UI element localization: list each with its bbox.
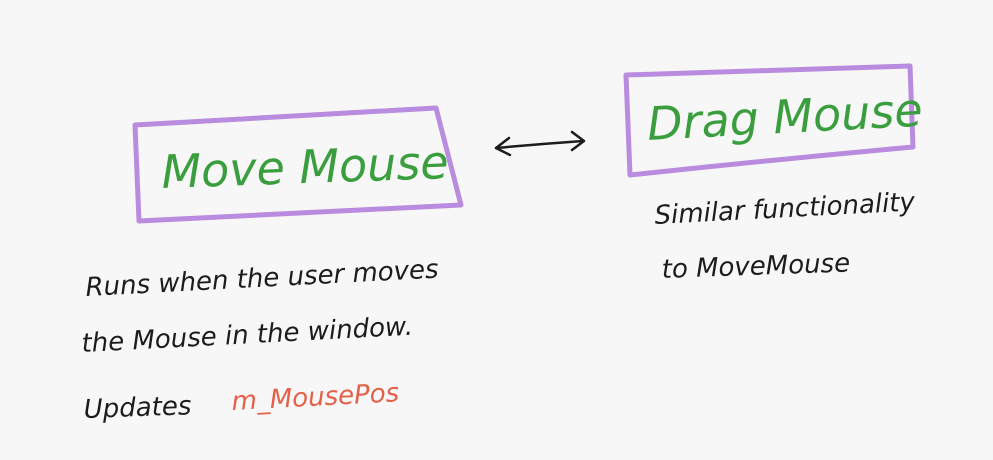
drag-mouse-note-line1: Similar functionality bbox=[654, 187, 916, 231]
move-mouse-label: Move Mouse bbox=[160, 135, 449, 199]
arrow-head-left bbox=[494, 136, 512, 157]
move-mouse-note-line1: Runs when the user moves bbox=[85, 255, 439, 303]
mouse-pos-variable: m_MousePos bbox=[231, 378, 400, 417]
move-mouse-box bbox=[132, 105, 464, 224]
move-mouse-note-line2: the Mouse in the window. bbox=[81, 312, 414, 359]
move-mouse-note-updates: Updates bbox=[83, 391, 192, 425]
bidirectional-arrow bbox=[494, 130, 586, 157]
drag-mouse-node: Drag Mouse bbox=[623, 63, 924, 178]
drag-mouse-label: Drag Mouse bbox=[646, 83, 924, 151]
move-mouse-notes: Runs when the user moves the Mouse in th… bbox=[81, 255, 439, 425]
drag-mouse-note-line2: to MoveMouse bbox=[661, 248, 850, 285]
arrow-shaft bbox=[494, 139, 585, 150]
drag-mouse-notes: Similar functionality to MoveMouse bbox=[654, 187, 916, 285]
drag-mouse-box bbox=[623, 63, 916, 178]
arrow-head-right bbox=[570, 130, 586, 152]
move-mouse-node: Move Mouse bbox=[132, 105, 464, 224]
